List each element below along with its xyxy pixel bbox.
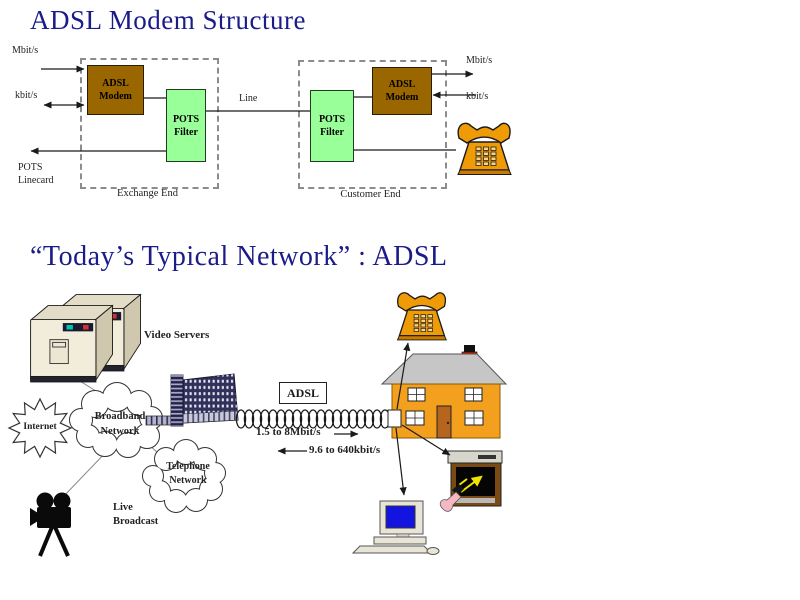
exchange-end-box [80,58,219,189]
exchange-adsl-modem: ADSL Modem [87,65,144,115]
remote-hand-icon [439,484,464,512]
label-kbit-right: kbit/s [466,91,489,102]
label-internet: Internet [23,422,57,432]
link-cloud-telephone-cloud [141,437,165,460]
rate-and-device-arrows [277,342,451,496]
camera-icon [30,492,71,557]
link-servers-cloud [74,377,113,402]
label-customer-end: Customer End [340,189,401,200]
label-kbit-left: kbit/s [15,90,38,101]
arrow-to-tv [401,424,451,456]
customer-telephone-icon [396,292,447,341]
customer-adsl-modem: ADSL Modem [372,67,432,115]
telephone-icon [457,122,512,176]
label-line: Line [239,93,258,104]
label-video-servers: Video Servers [144,329,210,341]
junction-box [387,409,402,428]
label-broadband-network: Broadband Network [94,411,146,437]
video-servers-icon [30,294,141,383]
label-pots-linecard: POTS Linecard [18,162,54,186]
label-telephone-network: Telephone Network [166,461,210,486]
arrow-to-phone [396,342,411,410]
label-mbit-left: Mbit/s [12,45,39,56]
exchange-pots-filter: POTS Filter [166,89,206,162]
customer-end-box [298,60,447,189]
adsl-tag: ADSL [279,382,327,404]
arrow-to-computer [395,427,407,496]
link-camera-cloud [61,448,110,499]
label-exchange-end: Exchange End [117,188,178,199]
computer-icon [351,500,440,555]
customer-pots-filter: POTS Filter [310,90,354,162]
slide2-title: “Today’s Typical Network” : ADSL [30,241,448,272]
label-live-broadcast: Live Broadcast [113,502,159,527]
house-icon [380,345,508,439]
slide1-title: ADSL Modem Structure [30,5,306,35]
label-mbit-right: Mbit/s [466,55,493,66]
label-downstream-rate: 1.5 to 8Mbit/s [256,426,321,438]
label-upstream-rate: 9.6 to 640kbit/s [309,444,381,456]
tv-icon [447,450,503,507]
